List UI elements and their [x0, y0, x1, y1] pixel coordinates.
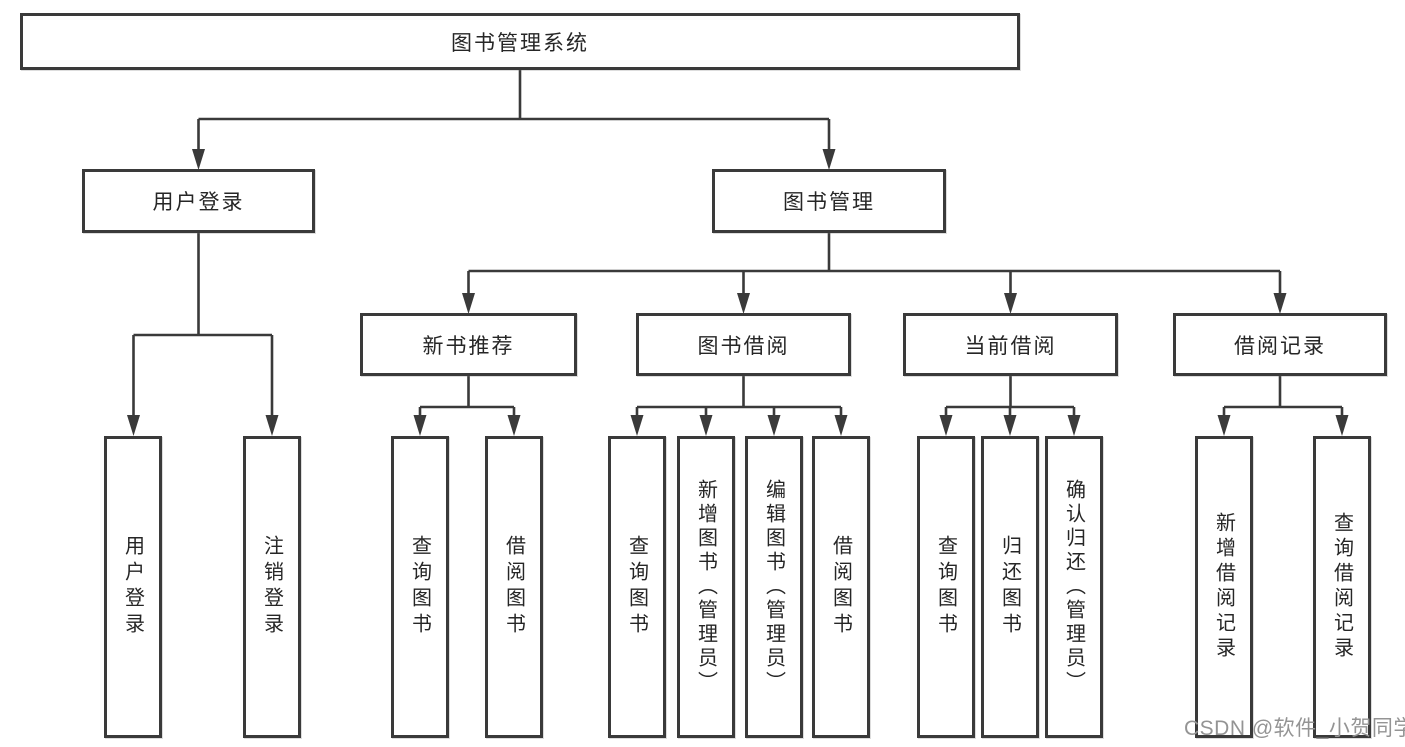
node-book-management: 图书管理	[712, 169, 946, 233]
node-user-login-label: 用户登录	[152, 191, 245, 214]
node-current-borrowing-label: 当前借阅	[964, 334, 1057, 358]
node-book-borrowing-label: 图书借阅	[697, 334, 790, 358]
node-new-book-recommendation: 新书推荐	[360, 313, 577, 376]
leaf-edit-books-admin: 编辑图书（管理员）	[745, 436, 803, 738]
leaf-add-borrow-record-label: 新增借阅记录	[1212, 512, 1235, 662]
leaf-borrow-books-recommend-label: 借阅图书	[502, 535, 525, 639]
leaf-query-books-recommend: 查询图书	[391, 436, 449, 738]
node-library-management-system: 图书管理系统	[20, 13, 1020, 70]
leaf-query-books-recommend-label: 查询图书	[408, 535, 431, 639]
leaf-query-borrow-record-label: 查询借阅记录	[1330, 512, 1353, 662]
leaf-return-books-label: 归还图书	[998, 535, 1021, 639]
node-library-management-system-label: 图书管理系统	[451, 31, 589, 55]
leaf-confirm-return-admin-label: 确认归还（管理员）	[1062, 479, 1085, 695]
leaf-borrow-books-borrowing-label: 借阅图书	[829, 535, 852, 639]
leaf-user-login: 用户登录	[104, 436, 162, 738]
leaf-user-login-label: 用户登录	[121, 535, 144, 639]
leaf-confirm-return-admin: 确认归还（管理员）	[1045, 436, 1103, 738]
leaf-query-books-current-label: 查询图书	[934, 535, 957, 639]
leaf-return-books: 归还图书	[981, 436, 1039, 738]
leaf-logout-login-label: 注销登录	[260, 535, 283, 639]
leaf-logout-login: 注销登录	[243, 436, 301, 738]
leaf-query-borrow-record: 查询借阅记录	[1313, 436, 1371, 738]
leaf-query-books-borrowing: 查询图书	[608, 436, 666, 738]
leaf-query-books-current: 查询图书	[917, 436, 975, 738]
leaf-borrow-books-recommend: 借阅图书	[485, 436, 543, 738]
leaf-edit-books-admin-label: 编辑图书（管理员）	[762, 479, 785, 695]
node-book-borrowing: 图书借阅	[636, 313, 851, 376]
node-borrowing-records: 借阅记录	[1173, 313, 1387, 376]
leaf-borrow-books-borrowing: 借阅图书	[812, 436, 870, 738]
watermark-csdn: CSDN @软件_小贺同学	[1184, 717, 1405, 740]
node-borrowing-records-label: 借阅记录	[1234, 334, 1326, 358]
leaf-add-books-admin-label: 新增图书（管理员）	[694, 479, 717, 695]
node-current-borrowing: 当前借阅	[903, 313, 1118, 376]
leaf-add-books-admin: 新增图书（管理员）	[677, 436, 735, 738]
leaf-add-borrow-record: 新增借阅记录	[1195, 436, 1253, 738]
leaf-query-books-borrowing-label: 查询图书	[625, 535, 648, 639]
node-user-login: 用户登录	[82, 169, 315, 233]
node-book-management-label: 图书管理	[783, 191, 875, 214]
node-new-book-recommendation-label: 新书推荐	[422, 334, 515, 358]
